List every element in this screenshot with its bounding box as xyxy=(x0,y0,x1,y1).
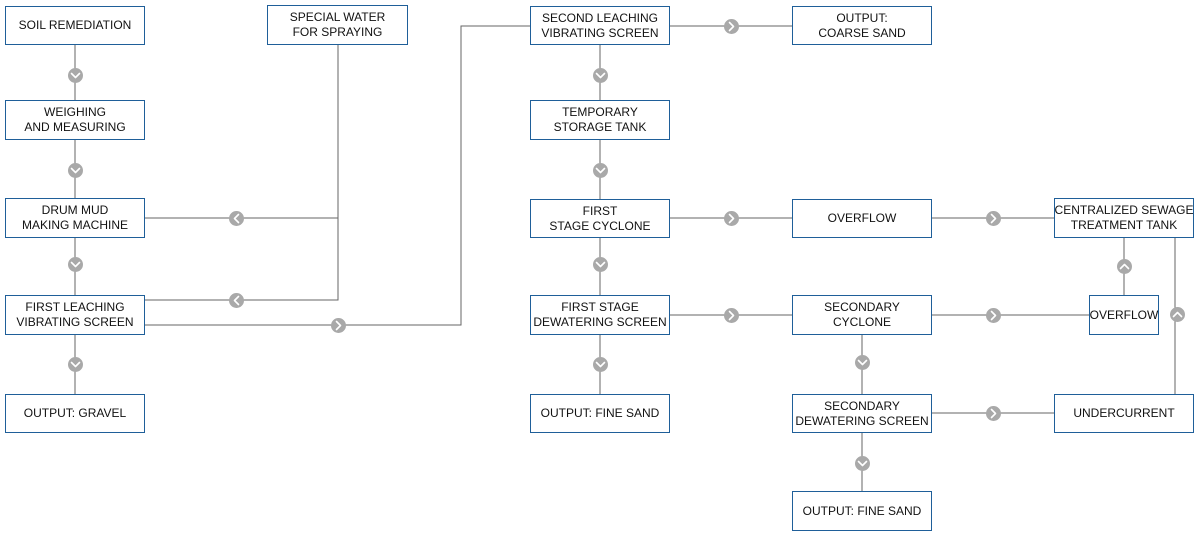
node-label-line: MAKING MACHINE xyxy=(21,218,128,232)
node-label-line: DRUM MUD xyxy=(41,203,109,217)
node-label-line: SOIL REMEDIATION xyxy=(18,18,132,32)
flow-arrow-down-icon xyxy=(592,162,608,178)
node-label-line: OUTPUT: FINE SAND xyxy=(802,503,922,518)
node-label-line: OUTPUT: GRAVEL xyxy=(23,406,127,420)
node-overflow-second: OVERFLOW xyxy=(1089,295,1159,335)
flow-arrow-up-icon xyxy=(1169,306,1185,322)
connector-line xyxy=(145,25,530,326)
node-label-line: UNDERCURRENT xyxy=(1073,406,1175,420)
node-label-line: COARSE SAND xyxy=(818,25,906,40)
node-label-line: FOR SPRAYING xyxy=(292,25,383,39)
flow-arrow-down-icon xyxy=(592,67,608,83)
node-label-line: DEWATERING SCREEN xyxy=(795,413,929,428)
node-label-line: CENTRALIZED SEWAGE xyxy=(1054,203,1194,217)
flow-arrow-down-icon xyxy=(854,455,870,471)
node-label-line: CYCLONE xyxy=(832,315,891,329)
flow-arrow-left-icon xyxy=(228,292,244,308)
flow-arrow-right-icon xyxy=(723,18,739,34)
flow-arrow-down-icon xyxy=(67,256,83,272)
node-label-line: OVERFLOW xyxy=(827,211,897,225)
node-label-line: SPECIAL WATER xyxy=(289,10,386,24)
node-output-fine-sand-first: OUTPUT: FINE SAND xyxy=(530,394,670,433)
flow-arrow-down-icon xyxy=(67,162,83,178)
node-label-line: SECONDARY xyxy=(824,300,900,314)
flow-arrow-left-icon xyxy=(228,210,244,226)
flow-arrow-right-icon xyxy=(723,307,739,323)
connector-line xyxy=(145,45,339,301)
flow-arrow-right-icon xyxy=(985,405,1001,421)
node-label-line: VIBRATING SCREEN xyxy=(16,315,134,329)
flow-arrow-down-icon xyxy=(67,356,83,372)
flow-arrow-right-icon xyxy=(723,210,739,226)
flow-arrow-up-icon xyxy=(1116,258,1132,274)
node-overflow-first: OVERFLOW xyxy=(792,199,932,238)
node-label-line: VIBRATING SCREEN xyxy=(541,25,659,40)
flow-arrow-down-icon xyxy=(592,356,608,372)
node-label-line: TREATMENT TANK xyxy=(1070,218,1178,232)
node-label-line: STAGE CYCLONE xyxy=(549,218,651,233)
flow-arrow-down-icon xyxy=(854,354,870,370)
node-label-line: FIRST STAGE xyxy=(561,300,639,314)
node-label-line: OUTPUT: FINE SAND xyxy=(540,406,660,420)
node-label-line: FIRST xyxy=(582,203,618,218)
node-label-line: SECONDARY xyxy=(824,398,900,413)
node-label-line: OVERFLOW xyxy=(1089,307,1159,322)
node-label-line: SECOND LEACHING xyxy=(541,10,659,25)
flow-arrow-right-icon xyxy=(985,307,1001,323)
node-label-line: DEWATERING SCREEN xyxy=(533,315,667,329)
flow-arrow-right-icon xyxy=(985,210,1001,226)
node-label-line: STORAGE TANK xyxy=(553,120,647,134)
flow-arrow-down-icon xyxy=(67,67,83,83)
node-label-line: AND MEASURING xyxy=(24,120,126,134)
node-output-fine-sand-second: OUTPUT: FINE SAND xyxy=(792,491,932,531)
flow-arrow-down-icon xyxy=(592,256,608,272)
node-label-line: OUTPUT: xyxy=(836,10,888,25)
flow-arrow-right-icon xyxy=(330,317,346,333)
node-label-line: TEMPORARY xyxy=(562,105,638,119)
node-output-gravel: OUTPUT: GRAVEL xyxy=(5,394,145,433)
node-label-line: FIRST LEACHING xyxy=(25,300,125,314)
node-soil-remediation: SOIL REMEDIATION xyxy=(5,6,145,45)
node-output-coarse-sand: OUTPUT:COARSE SAND xyxy=(792,6,932,45)
node-label-line: WEIGHING xyxy=(44,105,106,119)
node-undercurrent: UNDERCURRENT xyxy=(1054,394,1194,433)
